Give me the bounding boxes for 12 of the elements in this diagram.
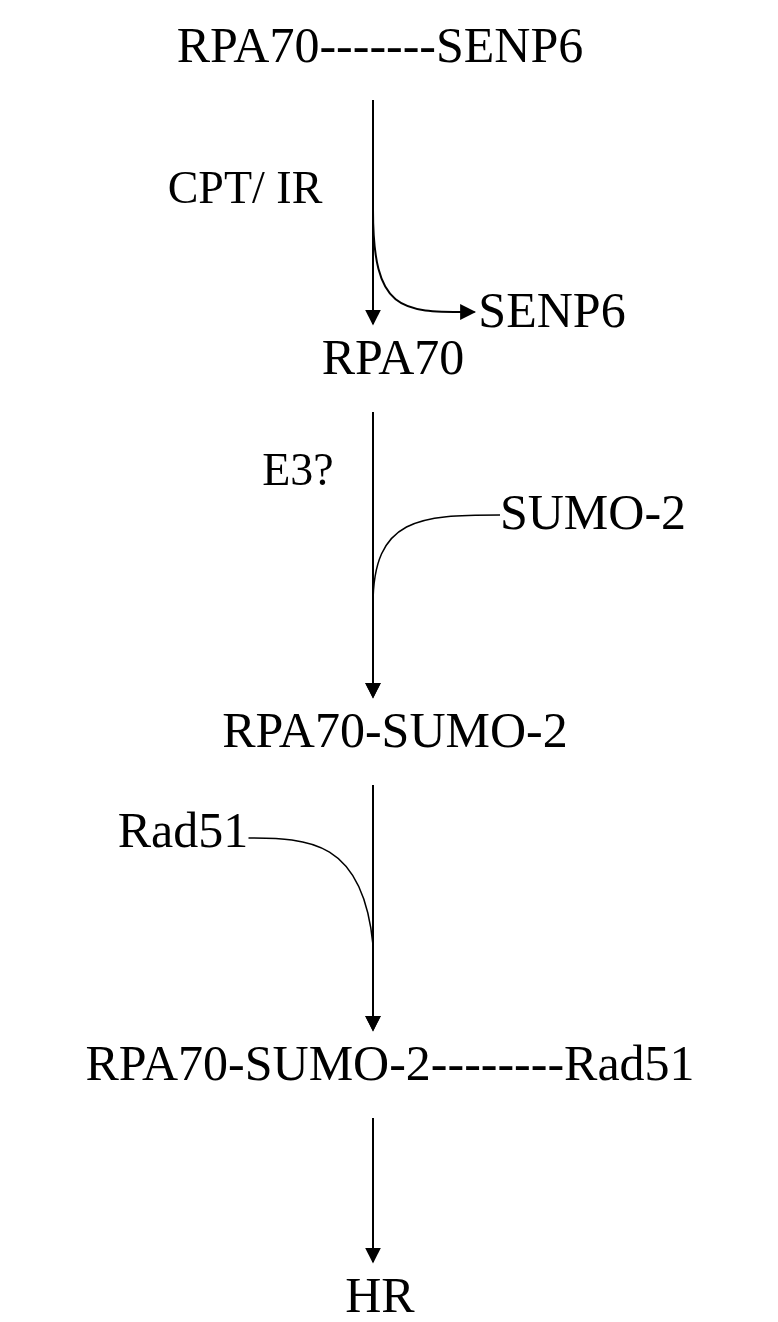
arrow: [365, 514, 501, 699]
arrow: [247, 837, 381, 1032]
protein-label: HR: [345, 1270, 415, 1320]
protein-label: SENP6: [478, 285, 626, 335]
protein-label: Rad51: [117, 805, 249, 855]
protein-label: RPA70: [321, 332, 465, 382]
protein-label: RPA70-------SENP6: [176, 20, 584, 70]
arrow: [365, 1117, 381, 1264]
protein-label: RPA70-SUMO-2: [222, 705, 568, 755]
protein-label: SUMO-2: [499, 487, 687, 537]
arrow: [372, 99, 477, 320]
protein-label: RPA70-SUMO-2--------Rad51: [85, 1038, 695, 1088]
